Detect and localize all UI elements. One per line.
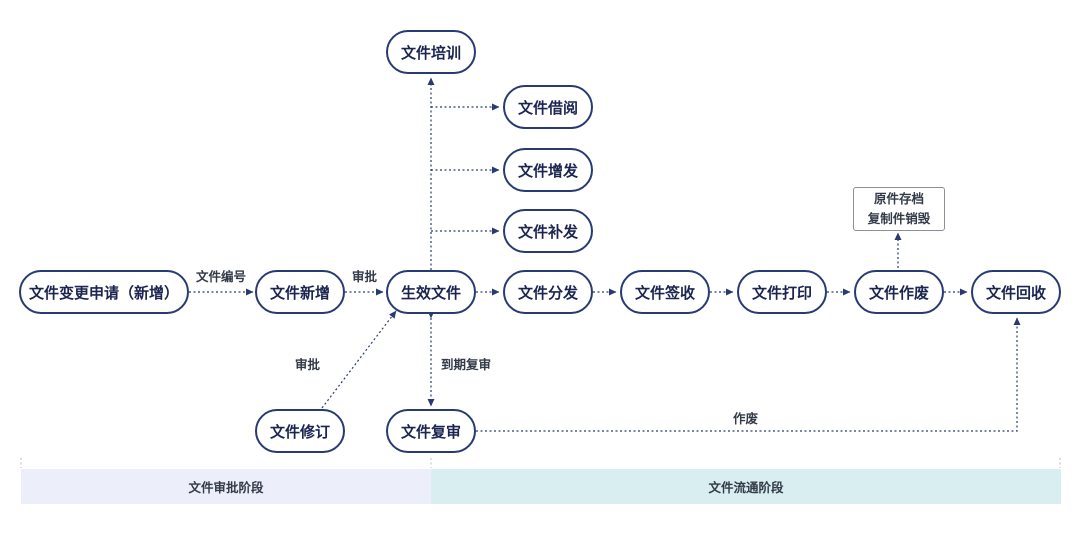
node-borrow: 文件借阅 — [503, 85, 593, 129]
node-revise: 文件修订 — [255, 409, 345, 453]
stage-circulation-band: 文件流通阶段 — [431, 469, 1061, 504]
stage-approval-label: 文件审批阶段 — [188, 480, 264, 495]
node-receive: 文件签收 — [620, 270, 710, 314]
stage-approval-band: 文件审批阶段 — [21, 469, 431, 504]
node-change-request: 文件变更申请（新增） — [19, 270, 189, 314]
node-review: 文件复审 — [386, 409, 476, 453]
label-approve-top: 审批 — [352, 269, 378, 284]
archive-note: 原件存档 复制件销毁 — [853, 187, 945, 231]
edge-review-to-recall — [476, 317, 1021, 432]
node-void: 文件作废 — [854, 270, 944, 314]
node-print: 文件打印 — [737, 270, 827, 314]
node-effective: 生效文件 — [386, 270, 476, 314]
label-expire-review: 到期复审 — [441, 357, 492, 372]
node-file-new: 文件新增 — [255, 270, 345, 314]
archive-note-line1: 原件存档 — [873, 191, 924, 206]
node-extra-issue: 文件增发 — [503, 148, 593, 192]
edge-revise-to-effective — [321, 310, 397, 409]
node-reissue: 文件补发 — [503, 209, 593, 253]
node-training: 文件培训 — [386, 30, 476, 74]
label-numbering: 文件编号 — [196, 269, 247, 284]
label-approve-left: 审批 — [295, 357, 321, 372]
label-void: 作废 — [733, 411, 759, 426]
node-distribute: 文件分发 — [503, 270, 593, 314]
node-recall: 文件回收 — [971, 270, 1061, 314]
stage-circulation-label: 文件流通阶段 — [708, 480, 784, 495]
archive-note-line2: 复制件销毁 — [867, 211, 931, 226]
